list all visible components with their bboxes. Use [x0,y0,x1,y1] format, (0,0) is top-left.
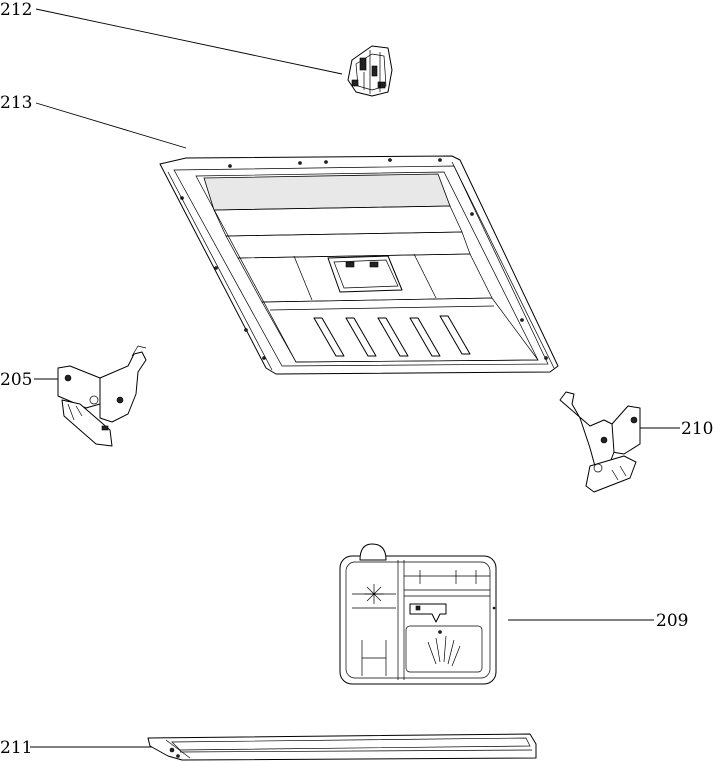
callout-212: 212 [0,0,32,20]
part-213-inner-door: 213 [0,93,559,375]
part-205-left-hinge: 205 [0,345,147,447]
callout-205: 205 [0,370,32,390]
leader-213 [35,102,187,149]
part-211-bottom-strip: 211 [0,733,537,761]
part-212-door-lock: 212 [0,0,393,97]
callout-210: 210 [681,419,713,439]
callout-213: 213 [0,93,32,113]
callout-211: 211 [0,738,32,758]
part-209-dispenser: 209 [339,543,688,685]
callout-209: 209 [656,611,688,631]
leader-212 [35,8,343,75]
part-210-right-hinge: 210 [559,391,713,493]
